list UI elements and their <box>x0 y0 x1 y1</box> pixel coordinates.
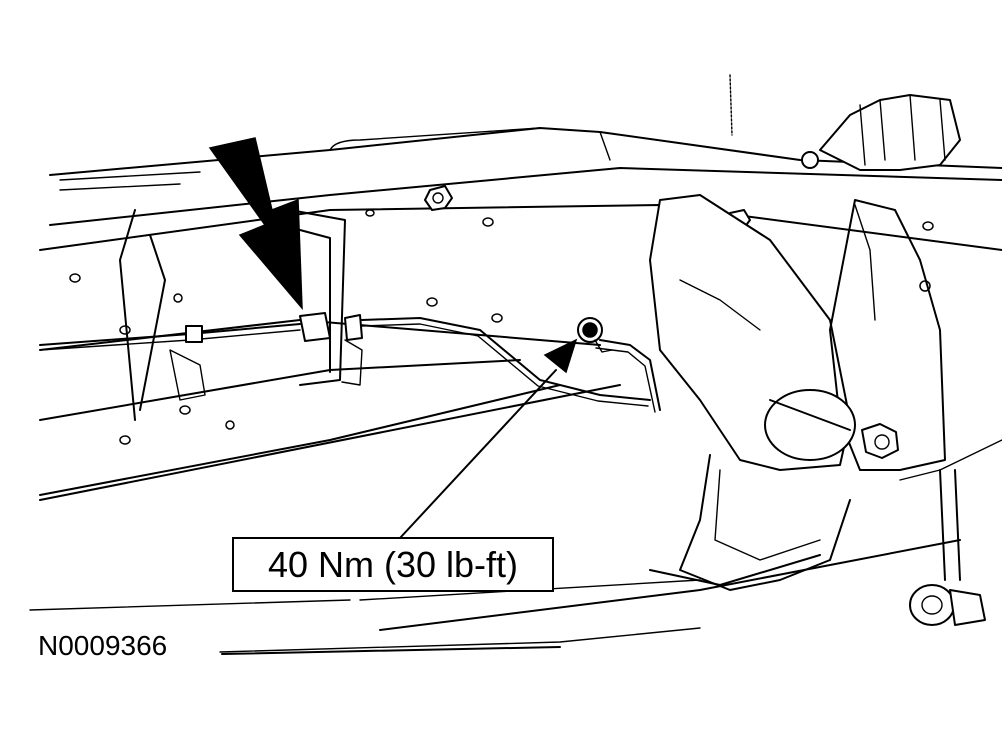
brake-line-bracket-bolt <box>577 317 613 353</box>
brake-line <box>39 312 661 413</box>
torque-callout: 40 Nm (30 lb-ft) <box>232 537 554 592</box>
figure-id: N0009366 <box>38 630 168 661</box>
upper-frame-rail <box>49 74 1002 226</box>
figure-id-rule <box>221 646 561 655</box>
torque-leader <box>399 338 578 539</box>
shock-lower-mount <box>909 469 986 626</box>
torque-callout-text: 40 Nm (30 lb-ft) <box>267 543 519 585</box>
spring-eye <box>764 389 899 461</box>
left-bracket <box>119 209 363 421</box>
upper-right-components <box>801 94 961 171</box>
location-arrow <box>208 137 303 311</box>
